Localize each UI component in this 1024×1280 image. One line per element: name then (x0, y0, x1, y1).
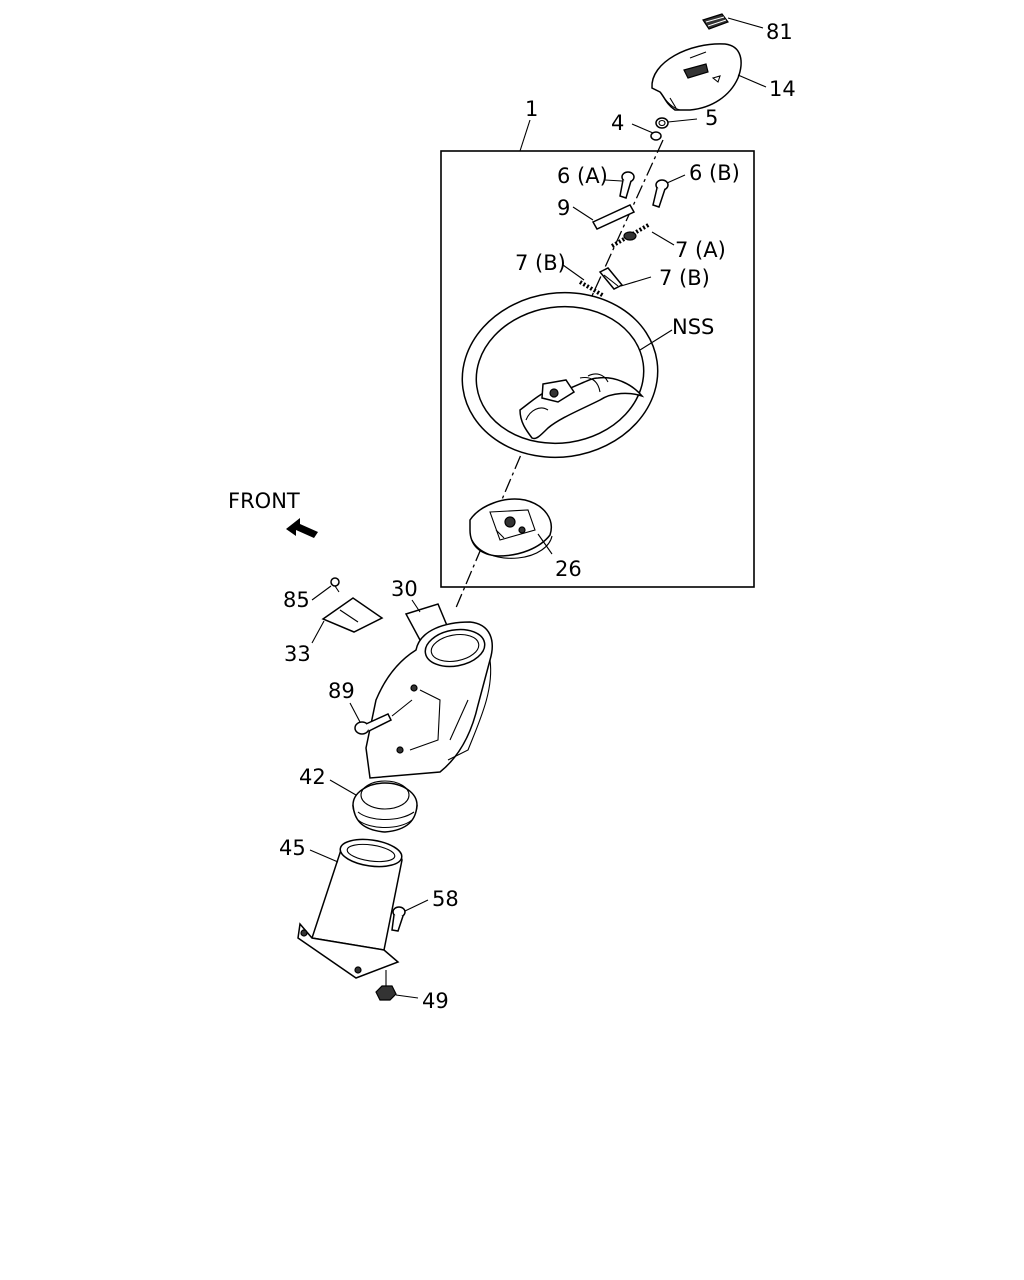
part-42-boot (352, 780, 418, 833)
part-14-horn-cover (651, 43, 742, 111)
assembly-group-box (440, 150, 755, 588)
callout-49: 49 (422, 989, 449, 1013)
callout-6b: 6 (B) (689, 161, 740, 185)
front-label: FRONT (228, 489, 300, 513)
callout-1: 1 (525, 97, 538, 121)
part-7b-left-spring (578, 280, 606, 298)
part-89-bolt (354, 699, 413, 735)
part-58-bolt (391, 906, 406, 932)
part-6a-bolt (619, 171, 635, 199)
part-30-column-cover (365, 603, 493, 779)
leader-lines (309, 17, 767, 999)
callout-4: 4 (611, 111, 624, 135)
callout-30: 30 (391, 577, 418, 601)
part-85-screw (330, 577, 340, 593)
part-9-bar (591, 204, 636, 230)
part-7a-spring (610, 222, 652, 248)
part-33-plate (321, 597, 384, 633)
callout-6a: 6 (A) (557, 164, 608, 188)
part-4-5-nut-washer (650, 117, 669, 141)
part-7b-right-clip (598, 267, 624, 290)
callout-nss: NSS (672, 315, 714, 339)
part-45-tube (297, 838, 403, 979)
front-arrow-icon (286, 518, 318, 538)
part-49-nut (375, 970, 397, 1001)
callout-42: 42 (299, 765, 326, 789)
callout-33: 33 (284, 642, 311, 666)
callout-45: 45 (279, 836, 306, 860)
callout-9: 9 (557, 196, 570, 220)
callout-89: 89 (328, 679, 355, 703)
callout-14: 14 (769, 77, 796, 101)
part-81-clip (702, 13, 729, 30)
callout-85: 85 (283, 588, 310, 612)
callout-5: 5 (705, 106, 718, 130)
part-26-lower-cover (469, 498, 553, 559)
steering-wheel-nss (461, 291, 659, 459)
callout-26: 26 (555, 557, 582, 581)
callout-7a: 7 (A) (675, 238, 726, 262)
callout-81: 81 (766, 20, 793, 44)
part-6b-bolt (652, 179, 669, 208)
callout-7b-right: 7 (B) (659, 266, 710, 290)
callout-58: 58 (432, 887, 459, 911)
callout-7b-left: 7 (B) (515, 251, 566, 275)
